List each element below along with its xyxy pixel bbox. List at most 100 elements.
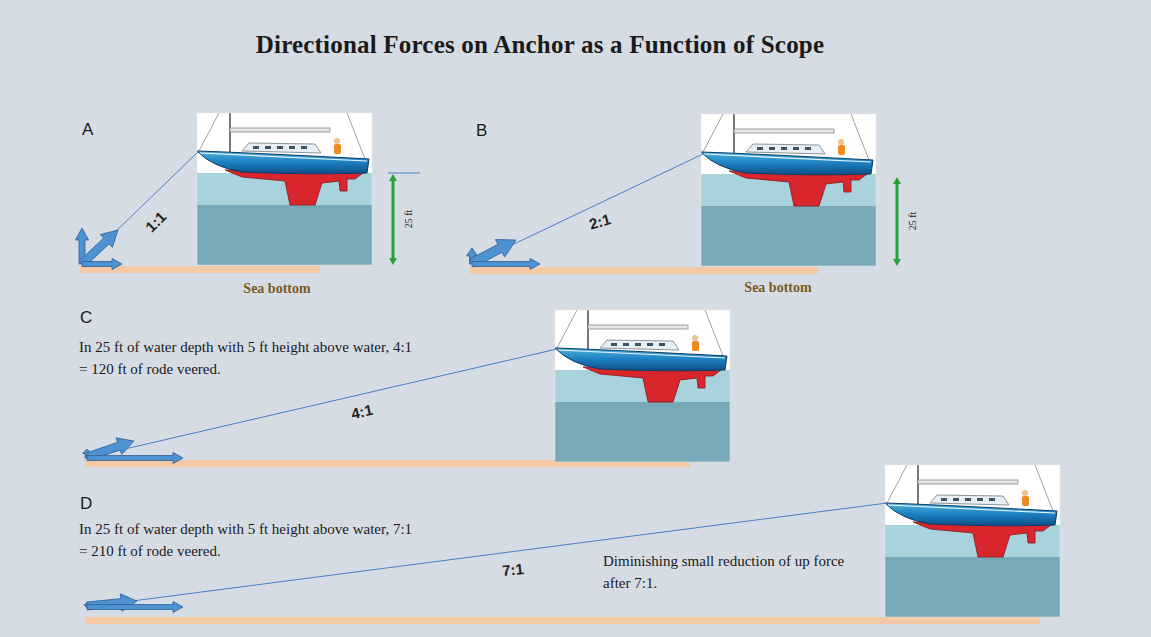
mast [229, 113, 231, 153]
backstay [851, 114, 869, 160]
porthole [977, 498, 983, 501]
porthole [953, 498, 959, 501]
crew-head [692, 335, 698, 341]
depth-label: 25 ft [907, 212, 919, 231]
porthole [253, 146, 259, 149]
hull [197, 151, 369, 174]
crew-head [1022, 490, 1028, 496]
sea-bottom-bar [85, 617, 1040, 624]
force-arrow [472, 259, 540, 270]
crew-head [334, 138, 340, 144]
depth-dimension [392, 180, 395, 259]
porthole [265, 146, 271, 149]
porthole [659, 343, 665, 346]
deck-line [558, 350, 725, 358]
forestay [557, 310, 577, 348]
panel-letter: D [80, 494, 92, 514]
outline [197, 113, 372, 265]
forestay [199, 113, 219, 151]
sky [885, 465, 1060, 525]
deck-line [704, 154, 871, 162]
keel [225, 170, 363, 205]
outline [701, 114, 876, 266]
porthole [611, 343, 617, 346]
cabin [930, 495, 1009, 505]
scope-ratio: 2:1 [587, 210, 613, 233]
crew-body [838, 145, 845, 155]
force-arrow [87, 453, 183, 464]
boom [734, 129, 834, 133]
forestay [703, 114, 723, 152]
deck-line [888, 505, 1055, 513]
porthole [301, 146, 307, 149]
porthole [793, 147, 799, 150]
sky [197, 113, 372, 173]
depth-dimension [896, 183, 899, 260]
sea-bottom-label: Sea bottom [744, 280, 811, 297]
mast [917, 465, 919, 505]
porthole [965, 498, 971, 501]
porthole [769, 147, 775, 150]
backstay [705, 310, 723, 356]
force-arrow [82, 259, 122, 270]
deep-water [555, 402, 730, 462]
boat-illustration [555, 310, 730, 462]
porthole [289, 146, 295, 149]
deep-water [701, 206, 876, 266]
panel-letter: B [476, 121, 487, 141]
dimension-head [389, 174, 397, 181]
porthole [781, 147, 787, 150]
mast [733, 114, 735, 154]
boat-illustration [701, 114, 876, 266]
boat-illustration [197, 113, 372, 265]
waterline-tick [388, 173, 420, 174]
boom [918, 480, 1018, 484]
porthole [805, 147, 811, 150]
porthole [277, 146, 283, 149]
backstay [347, 113, 365, 159]
note-text: Diminishing small reduction of up force … [603, 551, 863, 595]
dimension-head [893, 177, 901, 184]
outline [885, 465, 1060, 617]
porthole [757, 147, 763, 150]
crew-head [838, 139, 844, 145]
porthole [941, 498, 947, 501]
cabin [600, 340, 679, 350]
deck-line [200, 153, 367, 161]
porthole [647, 343, 653, 346]
scope-ratio: 1:1 [142, 208, 170, 236]
porthole [635, 343, 641, 346]
note-text: In 25 ft of water depth with 5 ft height… [79, 337, 414, 381]
cabin [242, 143, 321, 153]
deep-water [197, 205, 372, 265]
crew-body [1022, 496, 1029, 506]
deep-water [885, 557, 1060, 617]
porthole [989, 498, 995, 501]
dimension-head [893, 259, 901, 266]
sea-bottom-label: Sea bottom [243, 281, 310, 298]
panel-letter: C [80, 308, 92, 328]
diagram-title: Directional Forces on Anchor as a Functi… [256, 30, 825, 60]
backstay [1035, 465, 1053, 511]
crew-body [334, 144, 341, 154]
sky [701, 114, 876, 174]
hull [555, 348, 727, 371]
hull [701, 152, 873, 175]
scope-ratio: 4:1 [350, 401, 375, 423]
panel-letter: A [82, 120, 93, 140]
boom [230, 128, 330, 132]
crew-body [692, 341, 699, 351]
dimension-head [389, 258, 397, 265]
porthole [623, 343, 629, 346]
keel [913, 522, 1051, 557]
hull [885, 503, 1057, 526]
keel [583, 367, 721, 402]
boat-illustration [885, 465, 1060, 617]
force-arrow [87, 602, 183, 613]
sea-bottom-bar [470, 267, 818, 274]
cabin [746, 144, 825, 154]
boom [588, 325, 688, 329]
scope-ratio: 7:1 [501, 560, 524, 580]
